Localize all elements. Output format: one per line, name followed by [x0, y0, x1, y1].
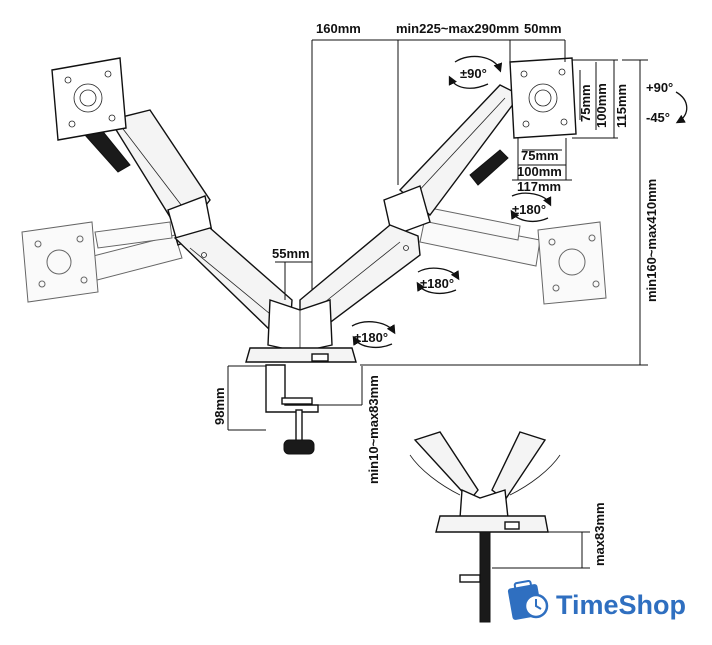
rot-arm-swivel: ±180°: [420, 276, 454, 291]
rot-forearm-swivel: ±180°: [512, 202, 546, 217]
dimension-lines: [227, 39, 648, 569]
brand-name: TimeShop: [556, 590, 686, 620]
dim-detail-clamp-max: max83mm: [592, 502, 607, 566]
right-elbow-joint: [383, 185, 431, 237]
detail-view: [409, 431, 561, 623]
dim-vesa-offset: 50mm: [524, 21, 562, 36]
dim-arm-extension: min225~max290mm: [396, 21, 519, 36]
left-vesa-plate: [51, 57, 127, 141]
rot-base-swivel: ±180°: [354, 330, 388, 345]
dim-plate-width: 115mm: [614, 84, 629, 128]
left-vesa-plate-ghost: [21, 221, 99, 303]
dim-base-height: 98mm: [212, 387, 227, 425]
dim-arm-segment: 160mm: [316, 21, 361, 36]
desk-base: [245, 347, 357, 363]
brand-logo: TimeShop: [507, 579, 686, 620]
left-arm-ghost: [21, 221, 183, 303]
rotation-arrows: [351, 55, 688, 349]
right-vesa-plate-ghost: [537, 221, 607, 305]
desk-clamp: [265, 364, 319, 455]
dim-clamp-thickness: min10~max83mm: [366, 375, 381, 484]
rot-plate-swivel: ±90°: [460, 66, 487, 81]
rot-tilt-up: +90°: [646, 80, 673, 95]
center-pole: [267, 299, 333, 353]
dim-vesa-h-small: 75mm: [521, 148, 559, 163]
rot-tilt-down: -45°: [646, 110, 670, 125]
dim-pole-width: 55mm: [272, 246, 310, 261]
right-vesa-plate: [509, 57, 577, 139]
dim-vesa-h-large: 100mm: [517, 164, 562, 179]
dim-vesa-v-large: 100mm: [594, 83, 609, 128]
right-arm-ghost: [419, 207, 607, 305]
dim-vesa-v-small: 75mm: [578, 84, 593, 122]
dim-plate-height: 117mm: [517, 179, 561, 194]
dim-height-range: min160~max410mm: [644, 179, 659, 302]
